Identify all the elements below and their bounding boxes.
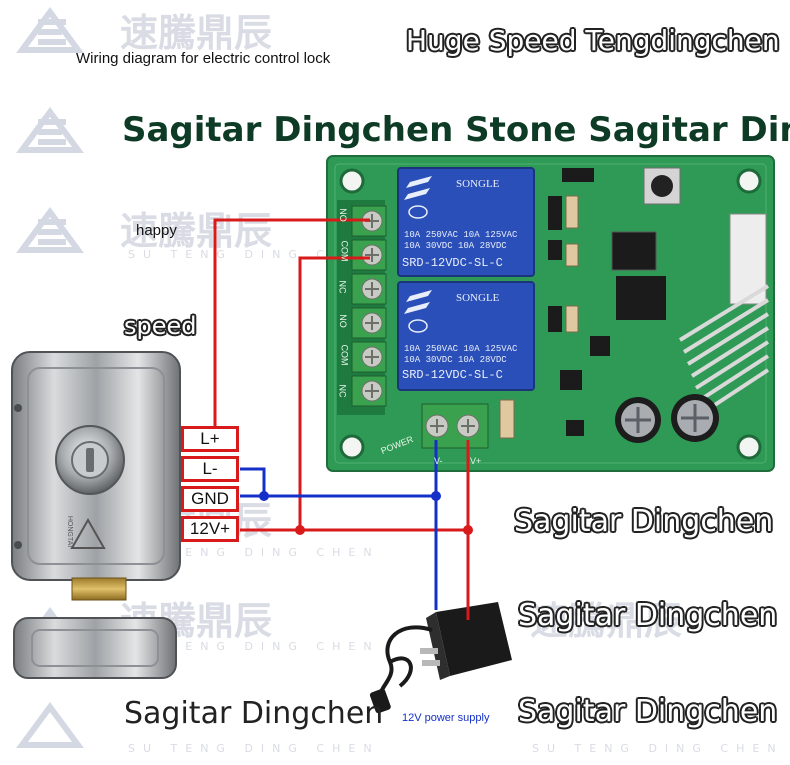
relay-rating-2b: 10A 30VDC 10A 28VDC: [404, 355, 507, 365]
relay-brand-2: SONGLE: [456, 292, 500, 304]
relay-model-1: SRD-12VDC-SL-C: [402, 256, 503, 270]
logo-icon-5: [16, 701, 84, 748]
power-adapter: [369, 602, 512, 714]
side-label-3: Sagitar Dingchen: [518, 694, 778, 729]
label-speed: speed: [124, 312, 197, 340]
wire-junctions: [259, 491, 473, 535]
pcb-term-label-4: NO: [337, 314, 348, 328]
logo-icon-1: [16, 6, 84, 53]
pcb-term-label-1: NO: [337, 208, 348, 222]
relay-model-2: SRD-12VDC-SL-C: [402, 368, 503, 382]
side-label-2: Sagitar Dingchen: [518, 598, 778, 633]
diagram-title: Wiring diagram for electric control lock: [76, 50, 331, 67]
capacitors: [615, 394, 719, 443]
watermark-sub-3: SU TENG DING CHEN: [128, 546, 380, 559]
terminal-12v-plus: 12V+: [181, 516, 239, 542]
pcb-term-label-5: COM: [339, 344, 350, 366]
terminal-l-plus: L+: [181, 426, 239, 452]
relay-brand-1: SONGLE: [456, 178, 500, 190]
label-happy: happy: [136, 222, 177, 239]
watermark-row-5: 速騰鼎辰: [530, 599, 683, 643]
terminal-gnd: GND: [181, 486, 239, 512]
logo-icon-2: [16, 106, 84, 153]
relay-pcb: [326, 155, 775, 472]
watermark-sub-4: SU TENG DING CHEN: [128, 640, 380, 653]
pcb-v-minus: V-: [434, 456, 443, 466]
watermark-row-2: 速騰鼎辰: [120, 209, 273, 253]
watermark-row-1: 速騰鼎辰: [120, 11, 273, 55]
relay-rating-1a: 10A 250VAC 10A 125VAC: [404, 230, 518, 240]
watermark-sub-5: SU TENG DING CHEN: [532, 742, 784, 755]
pcb-term-label-3: NC: [337, 280, 348, 294]
terminal-l-minus: L-: [181, 456, 239, 482]
pcb-term-label-2: COM: [339, 240, 350, 262]
relay-rating-1b: 10A 30VDC 10A 28VDC: [404, 241, 507, 251]
electric-lock: [11, 351, 181, 679]
header-right-label: Huge Speed Tengdingchen: [406, 24, 780, 57]
power-supply-label: 12V power supply: [402, 712, 490, 724]
lock-brand: HONGTAI: [66, 515, 74, 548]
pcb-v-plus: V+: [470, 456, 482, 466]
watermark-sub-6: SU TENG DING CHEN: [128, 742, 380, 755]
headline: Sagitar Dingchen Stone Sagitar Ding: [122, 110, 790, 150]
bottom-left-label: Sagitar Dingchen: [124, 696, 384, 731]
pcb-term-label-6: NC: [337, 384, 348, 398]
relay-rating-2a: 10A 250VAC 10A 125VAC: [404, 344, 518, 354]
logo-icon-3: [16, 206, 84, 253]
side-label-1: Sagitar Dingchen: [514, 504, 774, 539]
